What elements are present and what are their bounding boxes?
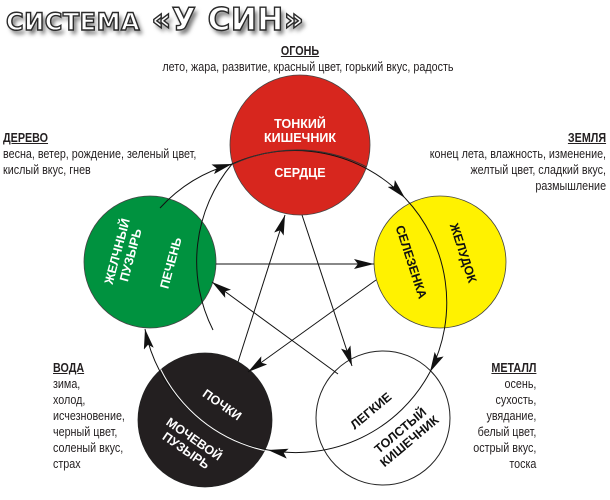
earth-line: желтый цвет, сладкий вкус, [470,163,606,177]
water-line: исчезновение, [53,409,125,423]
earth-line: размышление [535,179,606,193]
metal-line: увядание, [486,409,536,423]
metal-line: острый вкус, [472,441,536,455]
water-line: холод, [53,393,86,407]
wood-circle [83,195,217,329]
fire-description: ОГОНЬ лето, жара, развитие, красный цвет… [162,43,454,75]
generating-cycle [143,149,448,459]
earth-heading: ЗЕМЛЯ [567,131,606,145]
wood-heading: ДЕРЕВО [3,131,49,145]
arrow-metal-to-wood [211,281,339,375]
metal-line: белый цвет, [477,425,536,439]
metal-description: МЕТАЛЛ осень, сухость, увядание, белый ц… [473,360,536,472]
water-heading: ВОДА [53,361,85,375]
water-line: соленый вкус, [53,441,124,455]
title-prefix: СИСТЕМА [5,7,141,36]
arrow-earth-to-metal [404,197,448,373]
fire-outer-organ: КИШЕЧНИК [264,131,336,145]
arrow-fire-to-metal [301,214,353,367]
title-main: «У СИН» [151,1,305,38]
wood-line: кислый вкус, гнев [3,163,91,177]
metal-circle [315,350,451,486]
water-circle [137,352,273,488]
arrow-wood-to-fire [196,163,233,331]
earth-description: ЗЕМЛЯ конец лета, влажность, изменение, … [430,130,606,194]
water-line: черный цвет, [53,425,118,439]
wood-description: ДЕРЕВО весна, ветер, рождение, зеленый ц… [3,130,196,178]
metal-line: осень, [504,377,536,391]
wood-line: весна, ветер, рождение, зеленый цвет, [3,147,197,161]
earth-circle [373,195,507,329]
diagram-title: СИСТЕМА «У СИН» [5,1,305,40]
arrow-wood-to-fire-head [159,163,233,209]
fire-organs: ТОНКИЙ КИШЕЧНИК СЕРДЦЕ [264,116,336,180]
earth-line: конец лета, влажность, изменение, [429,147,606,161]
water-line: страх [53,457,81,471]
metal-line: тоска [508,457,536,471]
arrow-water-to-fire [237,214,286,363]
fire-line: лето, жара, развитие, красный цвет, горь… [162,60,454,74]
metal-heading: МЕТАЛЛ [490,361,536,375]
fire-outer-organ: ТОНКИЙ [274,116,326,131]
metal-line: сухость, [495,393,536,407]
fire-circle [229,74,371,216]
fire-inner-organ: СЕРДЦЕ [274,166,325,180]
arrow-earth-to-water [247,279,377,373]
water-description: ВОДА зима, холод, исчезновение, черный ц… [53,360,125,472]
fire-heading: ОГОНЬ [280,44,320,58]
controlling-cycle [211,214,377,375]
water-line: зима, [53,377,81,391]
arrow-metal-to-water [267,371,431,459]
arrow-water-to-wood [143,328,269,451]
